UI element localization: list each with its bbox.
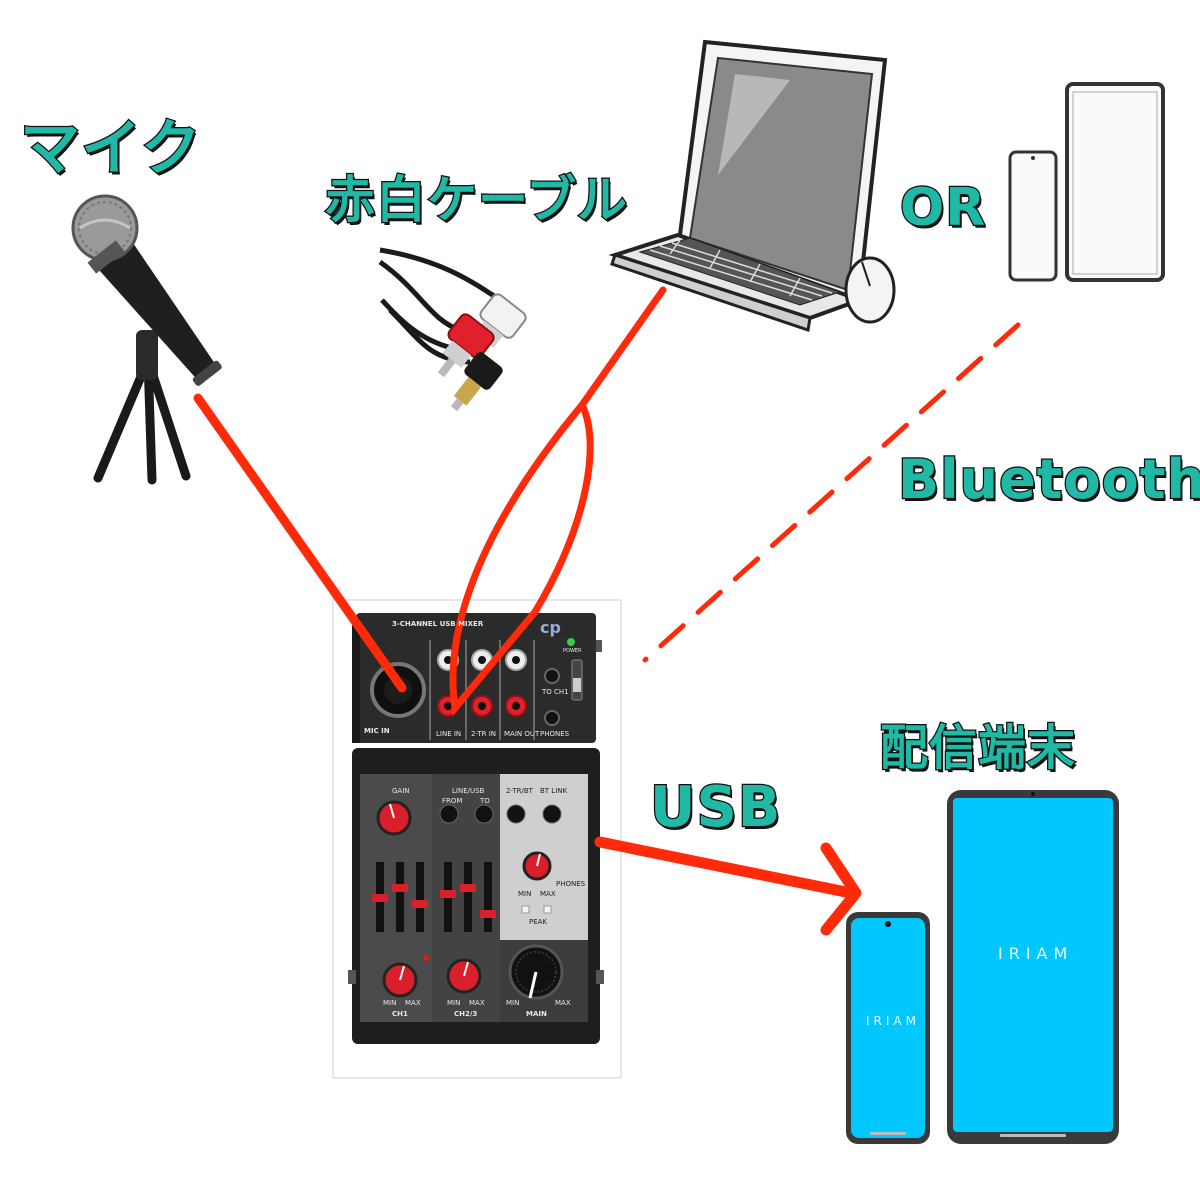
bt-link-label: BT LINK (540, 787, 568, 795)
min-label-main: MIN (506, 999, 520, 1007)
to-ch1-label: TO CH1 (542, 688, 569, 696)
mixer-model: 3-CHANNEL USB MIXER (392, 620, 484, 628)
two-tr-in-label: 2-TR IN (471, 730, 497, 738)
label-or: OR (899, 177, 987, 240)
label-usb: USB (649, 774, 782, 842)
line-usb-label: LINE/USB (452, 787, 485, 795)
fader-bank (372, 862, 496, 932)
line-in-label: LINE IN (436, 730, 462, 738)
rca-jacks (437, 649, 527, 717)
label-microphone: マイク (19, 113, 202, 186)
label-rca-cable: 赤白ケーブル (324, 170, 629, 231)
main-out-label: MAIN OUT (504, 730, 540, 738)
mouse-icon (844, 256, 896, 324)
peak-label: PEAK (529, 918, 548, 926)
mic-in-label: MIC IN (364, 727, 390, 735)
label-distribution: 配信端末 (879, 719, 1077, 778)
max-label-ch23: MAX (469, 999, 485, 1007)
phones-jack-label: PHONES (540, 730, 570, 738)
from-label: FROM (442, 797, 463, 805)
two-tr-bt-label: 2-TR/BT (506, 787, 533, 795)
audio-mixer (332, 599, 622, 1079)
connections (193, 286, 1021, 936)
bluetooth-link-line (642, 322, 1021, 663)
usb-cable-line (594, 836, 852, 898)
usb-arrow-head (820, 842, 862, 936)
outline-devices-icon (1008, 82, 1165, 282)
min-label-ch23: MIN (447, 999, 461, 1007)
label-bluetooth: Bluetooth (897, 447, 1200, 513)
mic-cable-line (193, 393, 407, 693)
phones-knob-label: PHONES (556, 880, 586, 888)
main-label: MAIN (526, 1010, 547, 1018)
power-label: POWER (563, 648, 582, 654)
max-label-phones: MAX (540, 890, 556, 898)
ch1-label: CH1 (392, 1010, 408, 1018)
laptop-icon (608, 39, 888, 332)
streaming-devices (846, 790, 1119, 1144)
rca-cable-icon (378, 247, 527, 412)
mixer-brand: cp (540, 618, 561, 637)
min-label-ch1: MIN (383, 999, 397, 1007)
ch23-label: CH2/3 (454, 1010, 478, 1018)
microphone-icon (71, 194, 222, 485)
tablet-app-logo: IRIAM (998, 944, 1074, 963)
rca-cable-line (449, 286, 667, 717)
max-label-main: MAX (555, 999, 571, 1007)
phone-app-logo: IRIAM (866, 1014, 920, 1028)
min-label-phones: MIN (518, 890, 532, 898)
to-label: TO (480, 797, 490, 805)
max-label-ch1: MAX (405, 999, 421, 1007)
gain-label: GAIN (392, 787, 410, 795)
